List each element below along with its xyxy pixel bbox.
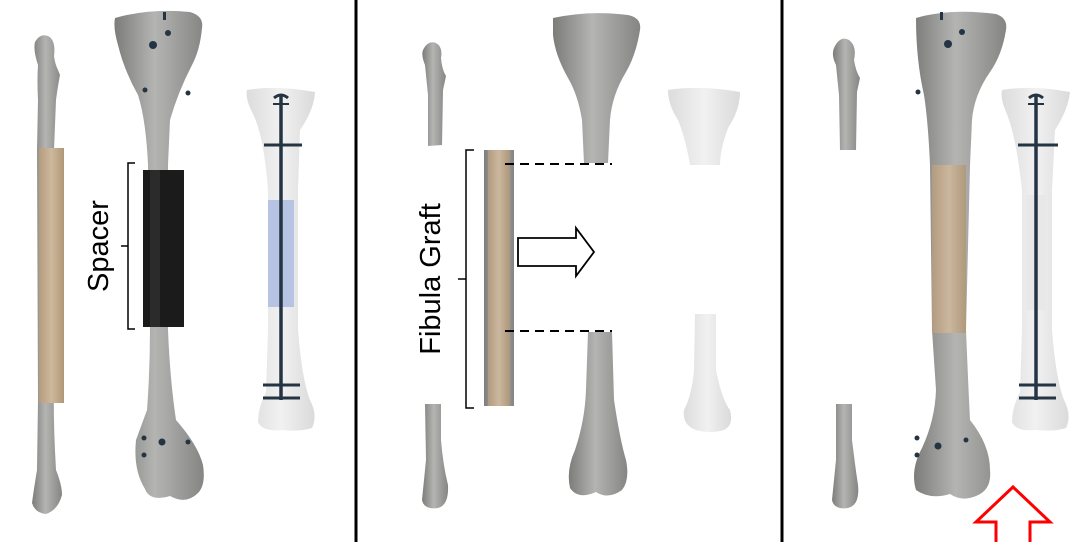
panel-2: Fibula Graft	[415, 13, 740, 508]
fibula-lower-fragment-2	[832, 404, 858, 508]
spacer-block	[143, 170, 184, 327]
ghost-tibia-distal	[684, 314, 731, 432]
tibia-distal-fragment	[569, 332, 628, 496]
fibula-upper-fragment-2	[833, 39, 860, 150]
spacer-highlight	[150, 170, 160, 327]
spacer-label: Spacer	[83, 200, 115, 292]
panel-3	[832, 12, 1070, 542]
inserted-graft	[932, 165, 966, 333]
panel-1: Spacer	[32, 11, 315, 514]
ghost-tibia-proximal	[668, 88, 740, 165]
red-up-arrow-icon	[976, 487, 1050, 542]
spacer-bracket	[121, 163, 135, 329]
fibula-upper-fragment	[422, 42, 446, 146]
tibia-proximal-fragment	[553, 13, 640, 163]
fibula-graft-label: Fibula Graft	[415, 203, 447, 355]
fibula-graft-marker	[39, 148, 64, 403]
fibula-lower-fragment	[422, 404, 448, 508]
transfer-arrow-icon	[518, 228, 594, 276]
fibula-graft-bracket	[458, 150, 474, 408]
fibula-graft-overlay	[488, 150, 510, 406]
